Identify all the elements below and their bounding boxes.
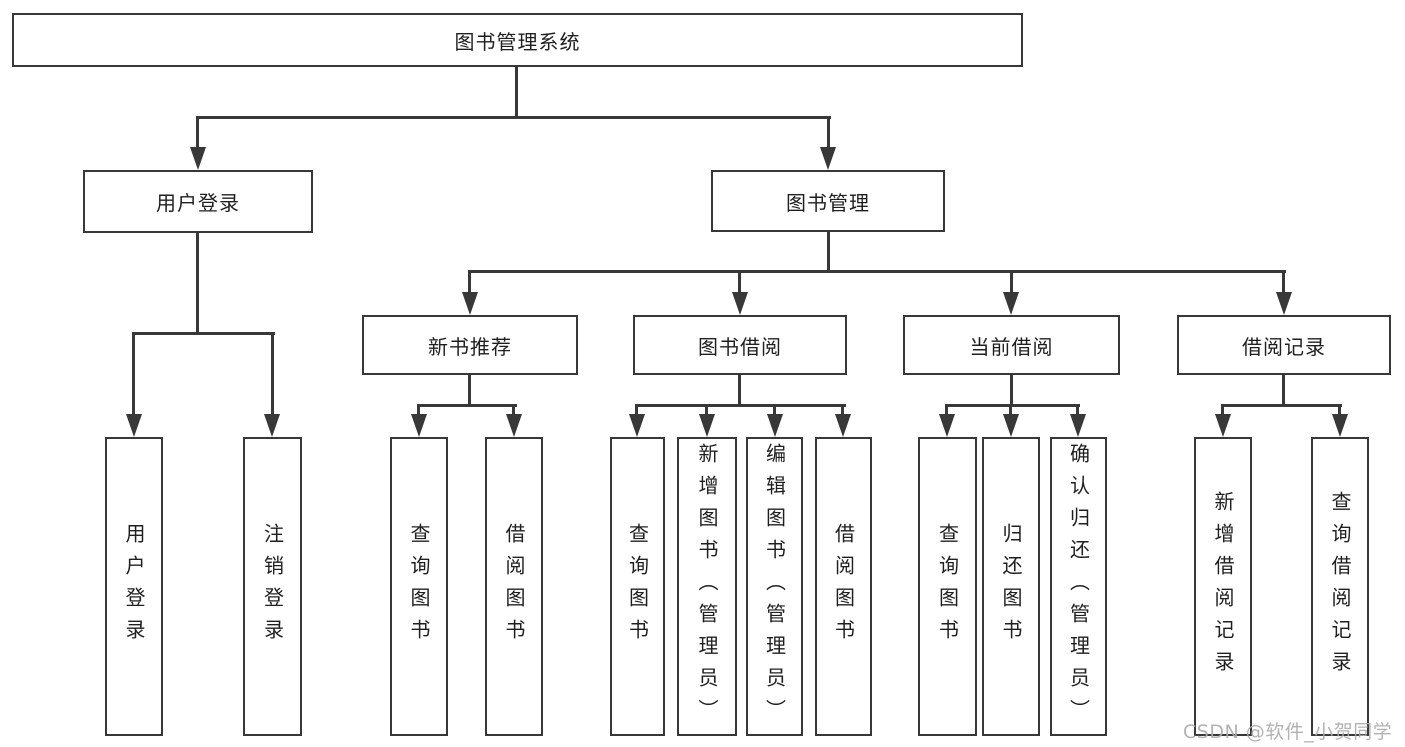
leaf-newbook-borrow-book: 借阅图书 [485, 437, 543, 736]
connector-borrow-drop-4 [841, 404, 844, 416]
node-book-borrow: 图书借阅 [633, 315, 847, 375]
leaf-current-confirm-return-admin: 确认归还（管理员） [1050, 437, 1107, 736]
leaf-newbook-borrow-book-label: 借阅图书 [502, 522, 526, 651]
leaf-borrow-borrow-book-label: 借阅图书 [831, 522, 856, 651]
leaf-borrow-edit-book-admin-label: 编辑图书（管理员） [762, 442, 787, 731]
connector-mgmt-bar [468, 270, 1286, 273]
node-book-management-label: 图书管理 [786, 190, 870, 215]
leaf-current-query-book: 查询图书 [918, 437, 977, 736]
node-root: 图书管理系统 [12, 13, 1023, 67]
watermark: CSDN @软件_小贺同学 [1183, 721, 1393, 743]
leaf-records-add-record-label: 新增借阅记录 [1211, 490, 1235, 683]
connector-borrow-bar [635, 404, 846, 407]
connector-login-drop-2 [271, 332, 274, 416]
connector-login-stem [196, 232, 199, 334]
connector-root-bar [196, 116, 831, 119]
arrow-down-icon [1070, 414, 1086, 437]
arrow-down-icon [820, 147, 836, 170]
connector-mgmt-drop-1 [468, 270, 471, 295]
arrow-down-icon [699, 414, 715, 437]
connector-mgmt-drop-3 [1010, 270, 1013, 295]
leaf-current-query-book-label: 查询图书 [935, 522, 960, 651]
leaf-borrow-edit-book-admin: 编辑图书（管理员） [746, 437, 803, 736]
connector-current-bar [945, 404, 1080, 407]
connector-newbook-bar [417, 404, 517, 407]
leaf-borrow-query-book-label: 查询图书 [625, 522, 650, 651]
arrow-down-icon [506, 414, 522, 437]
connector-mgmt-stem [827, 232, 830, 273]
leaf-newbook-query-book-label: 查询图书 [407, 522, 431, 651]
arrow-down-icon [462, 292, 478, 315]
leaf-borrow-borrow-book: 借阅图书 [815, 437, 872, 736]
node-user-login-label: 用户登录 [156, 191, 240, 215]
arrow-down-icon [732, 292, 748, 315]
leaf-records-query-record-label: 查询借阅记录 [1328, 490, 1352, 683]
connector-borrow-drop-3 [773, 404, 776, 416]
leaf-borrow-add-book-admin-label: 新增图书（管理员） [695, 442, 719, 731]
arrow-down-icon [126, 414, 142, 437]
node-root-label: 图书管理系统 [454, 29, 581, 54]
node-borrow-records: 借阅记录 [1177, 315, 1391, 375]
arrow-down-icon [264, 414, 280, 437]
leaf-user-login: 用户登录 [105, 437, 163, 736]
connector-root-drop-right [827, 116, 830, 148]
leaf-current-return-book: 归还图书 [982, 437, 1040, 736]
leaf-newbook-query-book: 查询图书 [390, 437, 448, 736]
connector-borrow-drop-1 [635, 404, 638, 416]
connector-records-drop-1 [1221, 404, 1224, 416]
arrow-down-icon [1276, 292, 1292, 315]
connector-records-stem [1282, 375, 1285, 407]
arrow-down-icon [835, 414, 851, 437]
arrow-down-icon [767, 414, 783, 437]
arrow-down-icon [1003, 292, 1019, 315]
connector-newbook-stem [468, 375, 471, 407]
arrow-down-icon [939, 414, 955, 437]
leaf-current-return-book-label: 归还图书 [999, 522, 1023, 651]
connector-current-drop-2 [1009, 404, 1012, 416]
leaf-records-add-record: 新增借阅记录 [1194, 437, 1252, 736]
connector-current-drop-3 [1076, 404, 1079, 416]
node-borrow-records-label: 借阅记录 [1242, 334, 1326, 359]
connector-current-drop-1 [945, 404, 948, 416]
arrow-down-icon [1215, 414, 1231, 437]
leaf-logout-label: 注销登录 [260, 522, 285, 651]
arrow-down-icon [411, 414, 427, 437]
connector-mgmt-drop-4 [1282, 270, 1285, 295]
arrow-down-icon [190, 147, 206, 170]
leaf-borrow-add-book-admin: 新增图书（管理员） [677, 437, 737, 736]
node-current-borrow-label: 当前借阅 [969, 334, 1054, 359]
leaf-current-confirm-return-admin-label: 确认归还（管理员） [1066, 442, 1091, 731]
arrow-down-icon [1332, 414, 1348, 437]
node-current-borrow: 当前借阅 [903, 315, 1120, 375]
node-book-borrow-label: 图书借阅 [698, 334, 782, 359]
node-user-login: 用户登录 [83, 170, 313, 233]
connector-login-bar [132, 332, 275, 335]
leaf-user-login-label: 用户登录 [122, 522, 146, 651]
connector-records-bar [1221, 404, 1342, 407]
connector-records-drop-2 [1338, 404, 1341, 416]
connector-borrow-stem [738, 375, 741, 407]
connector-mgmt-drop-2 [738, 270, 741, 295]
connector-root-stem [515, 67, 518, 119]
connector-current-stem [1010, 375, 1013, 407]
node-new-book-recommend: 新书推荐 [362, 315, 578, 375]
connector-login-drop-1 [132, 332, 135, 416]
node-new-book-recommend-label: 新书推荐 [428, 334, 512, 359]
leaf-records-query-record: 查询借阅记录 [1311, 437, 1369, 736]
node-book-management: 图书管理 [711, 170, 945, 232]
connector-newbook-drop-1 [417, 404, 420, 416]
connector-root-drop-left [196, 116, 199, 148]
connector-borrow-drop-2 [705, 404, 708, 416]
connector-newbook-drop-2 [512, 404, 515, 416]
arrow-down-icon [1003, 414, 1019, 437]
leaf-borrow-query-book: 查询图书 [610, 437, 665, 736]
arrow-down-icon [629, 414, 645, 437]
leaf-logout: 注销登录 [243, 437, 302, 736]
